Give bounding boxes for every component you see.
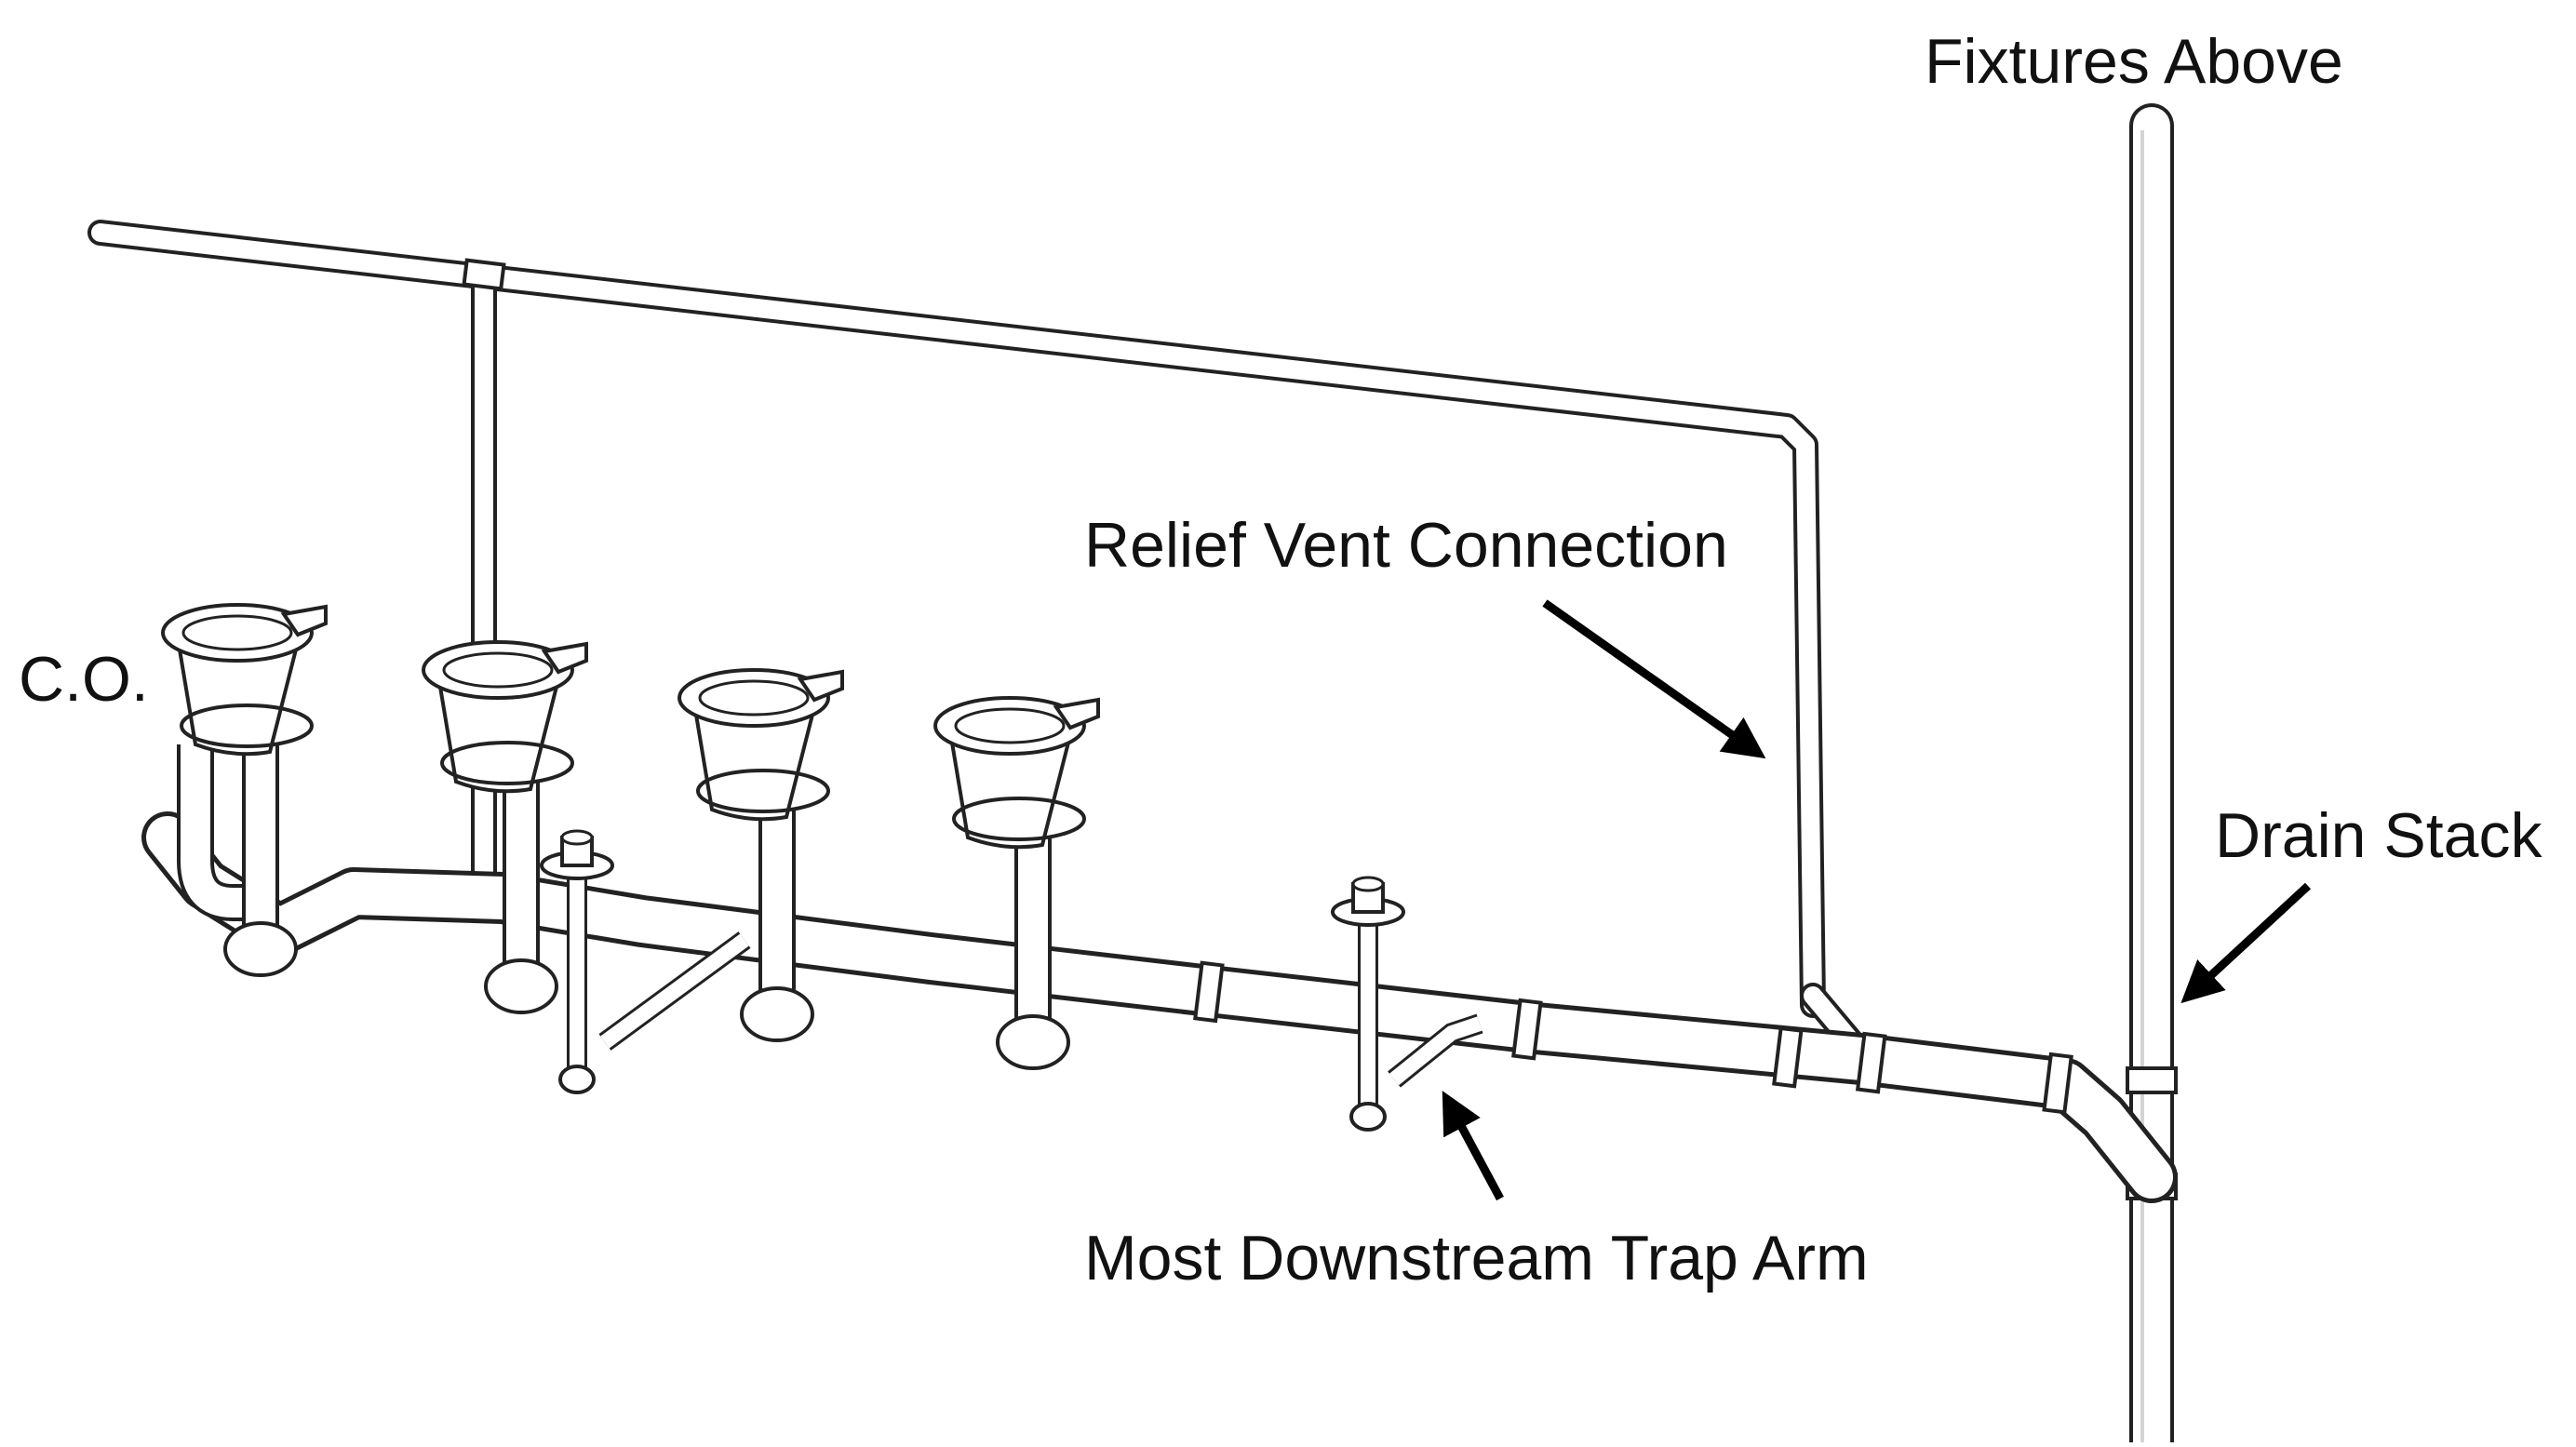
stack-coupling bbox=[2126, 1066, 2178, 1094]
drain-stack bbox=[2126, 103, 2178, 1447]
horizontal-drain bbox=[141, 811, 2178, 1203]
vent-tee bbox=[462, 258, 506, 291]
drain-coupling bbox=[1855, 1031, 1887, 1094]
water-closet bbox=[422, 640, 588, 1014]
drain-stack-label: Drain Stack bbox=[2215, 800, 2542, 871]
drain-coupling bbox=[2042, 1052, 2073, 1115]
drain-coupling bbox=[1511, 998, 1543, 1061]
floor-drain bbox=[1331, 876, 1483, 1132]
drain-coupling bbox=[1193, 960, 1225, 1024]
drain-stack-arrow bbox=[2180, 882, 2312, 1004]
most-downstream-trap-arm-label: Most Downstream Trap Arm bbox=[1084, 1223, 1869, 1293]
relief-vent-arrow bbox=[1542, 599, 1766, 759]
drain-coupling bbox=[1772, 1025, 1804, 1089]
trap-arm-arrow bbox=[1442, 1091, 1504, 1201]
floor-drain bbox=[540, 829, 751, 1094]
water-closet bbox=[933, 696, 1100, 1070]
water-closet bbox=[161, 603, 328, 977]
water-closet bbox=[678, 668, 844, 1042]
fixtures-above-label: Fixtures Above bbox=[1925, 26, 2343, 97]
cleanout-label: C.O. bbox=[19, 644, 149, 715]
relief-vent-connection-label: Relief Vent Connection bbox=[1084, 510, 1728, 581]
